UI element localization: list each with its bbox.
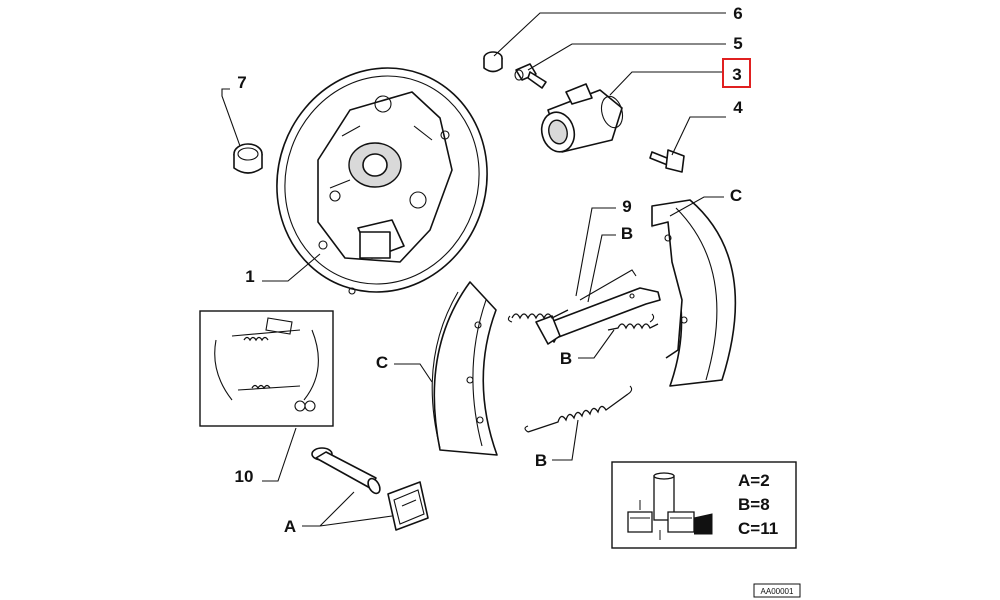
callout-6: 6 — [733, 4, 742, 23]
callout-b-middle: B — [560, 349, 572, 368]
legend-quantity-a: A=2 — [738, 471, 770, 490]
reference-code: AA00001 — [761, 587, 794, 596]
callout-3: 3 — [732, 65, 741, 84]
callout-9: 9 — [622, 197, 631, 216]
package-icon — [627, 472, 713, 540]
hold-down-pin-part-A — [311, 447, 381, 495]
bolt-part-4 — [649, 149, 685, 173]
return-spring-middle — [607, 313, 659, 331]
callout-5: 5 — [733, 34, 742, 53]
legend-quantity-b: B=8 — [738, 495, 770, 514]
callout-10: 10 — [235, 467, 254, 486]
cap-part-6 — [483, 51, 503, 73]
quantity-legend: A=2 B=8 C=11 — [611, 461, 797, 549]
bleed-screw-part-5 — [514, 63, 547, 89]
callout-4: 4 — [733, 98, 743, 117]
brake-shoe-right — [651, 199, 737, 387]
callout-b-lower: B — [535, 451, 547, 470]
callout-7: 7 — [237, 73, 246, 92]
callout-labels: 6 5 3 4 7 1 9 B C C B B 10 A — [235, 4, 751, 536]
reference-label: AA00001 — [753, 583, 801, 598]
adjuster-strut-part-9 — [535, 269, 661, 345]
backing-plate-part-1 — [276, 67, 488, 295]
leader-lines — [221, 12, 726, 527]
callout-3-highlight-box — [722, 58, 751, 88]
plug-part-7 — [233, 143, 263, 174]
callout-c-left: C — [376, 353, 388, 372]
callout-a: A — [284, 517, 296, 536]
wheel-cylinder-part-3 — [540, 83, 624, 153]
callout-1: 1 — [245, 267, 254, 286]
return-spring-top — [507, 309, 569, 323]
brake-shoe-left — [431, 281, 498, 456]
callout-b-upper: B — [621, 224, 633, 243]
hold-down-clip-part-A — [387, 481, 429, 531]
brake-kit-inset-part-10 — [199, 310, 334, 427]
callout-c-right: C — [730, 186, 742, 205]
return-spring-bottom — [524, 385, 633, 433]
legend-quantity-c: C=11 — [738, 519, 778, 538]
